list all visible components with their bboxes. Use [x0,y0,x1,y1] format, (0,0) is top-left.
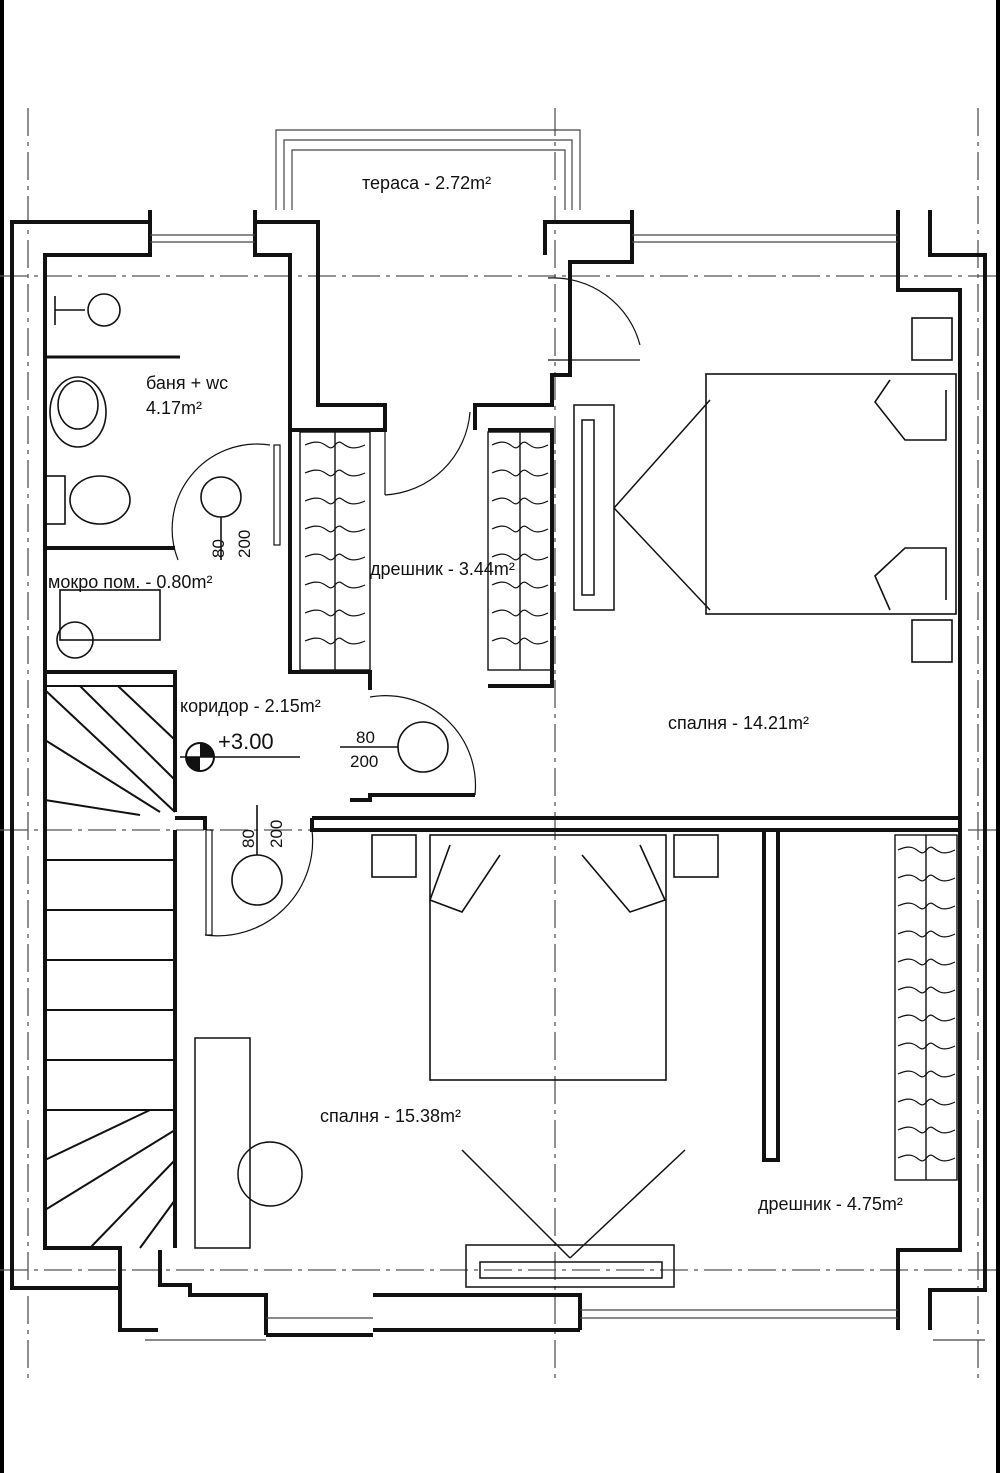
door-2-height: 200 [350,752,378,771]
left-border [0,0,4,1473]
label-closet-top: дрешник - 3.44m² [370,559,515,579]
hanger-icon [491,497,549,505]
door-1-height: 200 [235,530,254,558]
elevation-marker [180,742,300,772]
label-bathroom-name: баня + wc [146,373,228,393]
label-wet-room: мокро пом. - 0.80m² [48,572,212,592]
hanger-icon [897,1098,956,1106]
toilet-bowl-icon [69,475,131,525]
hanger-icon [897,930,956,938]
drain-icon [56,621,94,659]
hanger-icon [897,1042,956,1050]
hanger-icon [304,497,366,505]
beds [371,317,957,1081]
bed-bottom [429,834,667,1081]
right-border [996,0,1000,1473]
hanger-icon [491,637,549,645]
door-3-height: 200 [267,820,286,848]
hanger-icon [304,637,366,645]
hanger-icon [897,874,956,882]
hanger-icon [897,1070,956,1078]
armchair-icon [237,1141,303,1207]
nightstand-icon [673,834,719,878]
hanger-icon [897,986,956,994]
label-bedroom-2: спалня - 15.38m² [320,1106,461,1126]
toilet-tank-icon [44,475,66,525]
hanger-icon [491,553,549,561]
facade-lines [145,129,985,1341]
tv-units [194,399,711,1288]
hanger-icon [304,553,366,561]
hanger-icon [897,902,956,910]
label-closet-bottom: дрешник - 4.75m² [758,1194,903,1214]
label-bathroom-area: 4.17m² [146,398,202,418]
hanger-icon [304,441,366,449]
shower-drain-icon [87,293,121,327]
door-swings [171,277,641,937]
elevation-label: +3.00 [218,729,274,754]
door-1-width: 80 [209,539,228,558]
label-bedroom-1: спалня - 14.21m² [668,713,809,733]
door-3-width: 80 [239,829,258,848]
interior-walls [45,428,962,1248]
label-terrace: тераса - 2.72m² [362,173,491,193]
hanger-icon [897,1126,956,1134]
hanger-icon [304,469,366,477]
door-symbols [200,476,449,906]
hanger-icon [304,525,366,533]
hanger-icon [491,469,549,477]
staircase [44,685,176,1249]
bed-top [705,373,957,615]
sanitary-fixtures [44,293,161,659]
nightstand-icon [911,317,953,361]
hanger-icon [304,609,366,617]
nightstand-icon [371,834,417,878]
door-2-width: 80 [356,728,375,747]
hanger-icon [897,846,956,854]
hanger-icon [897,1014,956,1022]
hanger-icon [897,1154,956,1162]
nightstand-icon [911,619,953,663]
hanger-icon [491,609,549,617]
outer-walls [10,210,987,1337]
label-corridor: коридор - 2.15m² [180,696,321,716]
closet-racks [299,431,958,1181]
hanger-icon [491,525,549,533]
hanger-icon [491,441,549,449]
hanger-icon [304,581,366,589]
hanger-icon [897,958,956,966]
hanger-icon [491,581,549,589]
washbasin-icon [49,376,107,448]
